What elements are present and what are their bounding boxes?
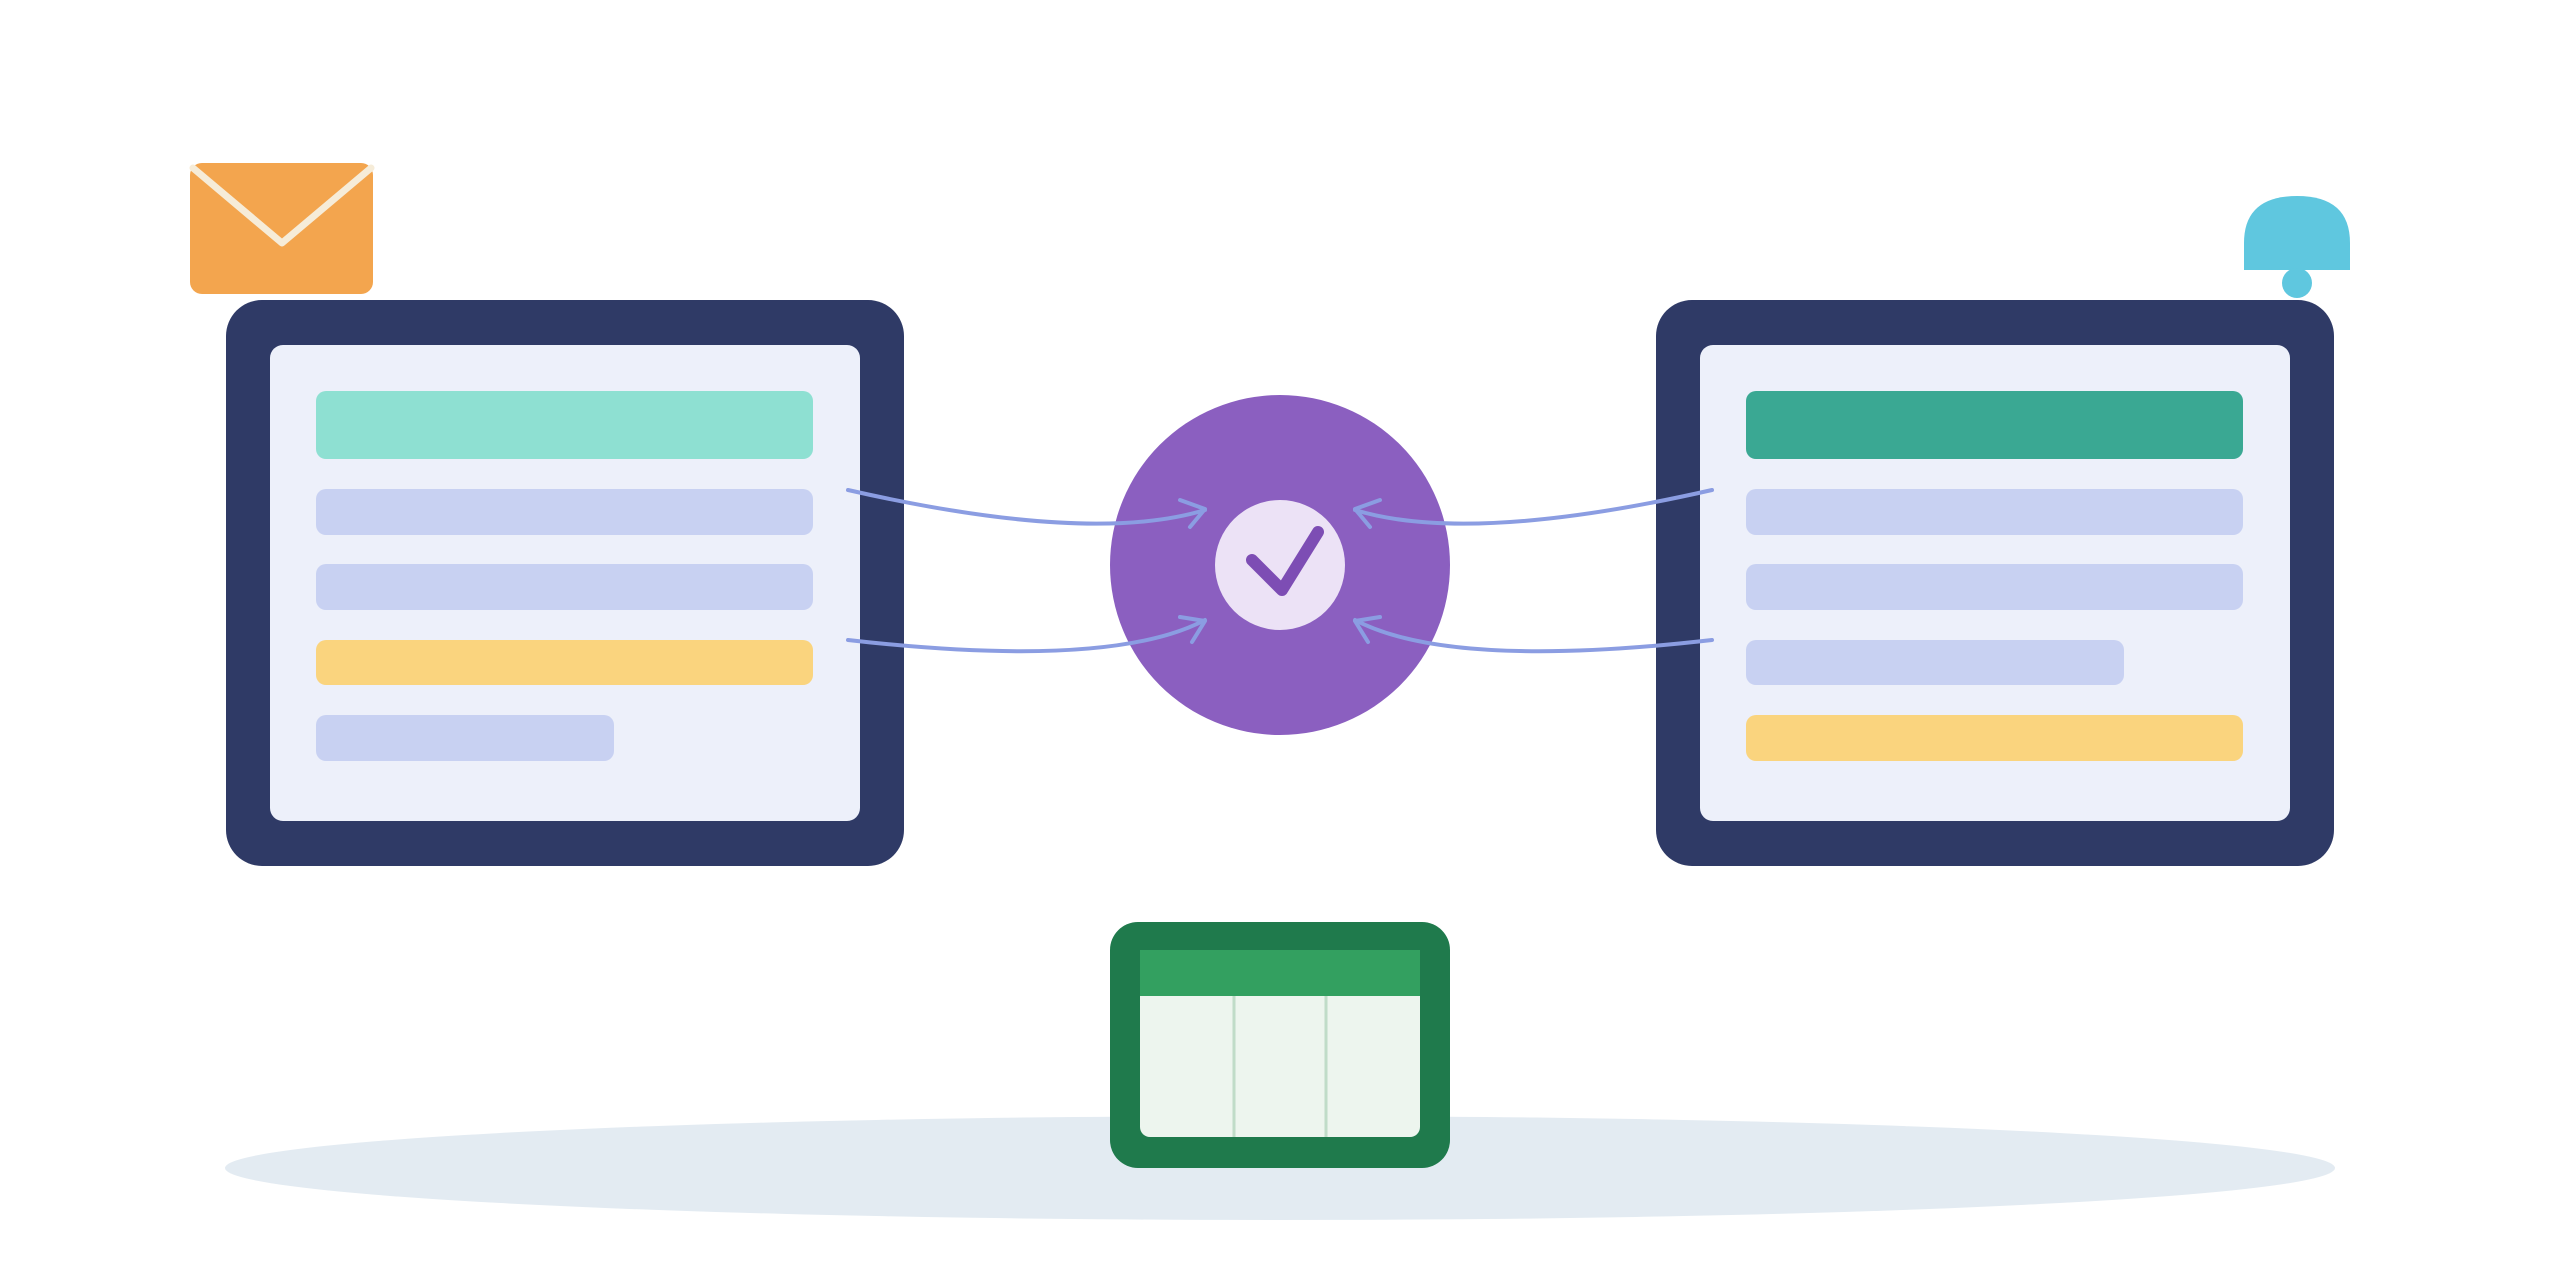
panel-bar bbox=[1746, 715, 2243, 761]
connector-left-bottom bbox=[846, 615, 1207, 654]
connector-left-top bbox=[846, 488, 1207, 529]
envelope-icon bbox=[189, 163, 375, 294]
panel-bar bbox=[1746, 391, 2243, 459]
bell-icon bbox=[2244, 196, 2350, 298]
panel-bar bbox=[1746, 640, 2124, 685]
connector-right-top bbox=[1353, 488, 1714, 529]
left-panel bbox=[226, 300, 904, 866]
right-panel-bars bbox=[1746, 391, 2243, 761]
connectors bbox=[846, 488, 1714, 654]
spreadsheet-icon bbox=[1110, 922, 1450, 1168]
checkmark-icon bbox=[1215, 500, 1345, 630]
connector-right-bottom bbox=[1353, 615, 1714, 654]
panel-bar bbox=[316, 715, 614, 761]
panel-bar bbox=[316, 564, 813, 610]
right-panel bbox=[1656, 300, 2334, 866]
panel-bar bbox=[316, 640, 813, 685]
hub bbox=[1110, 395, 1450, 735]
left-panel-bars bbox=[316, 391, 813, 761]
panel-bar bbox=[316, 489, 813, 535]
panel-bar bbox=[1746, 489, 2243, 535]
panel-bar bbox=[316, 391, 813, 459]
panel-bar bbox=[1746, 564, 2243, 610]
